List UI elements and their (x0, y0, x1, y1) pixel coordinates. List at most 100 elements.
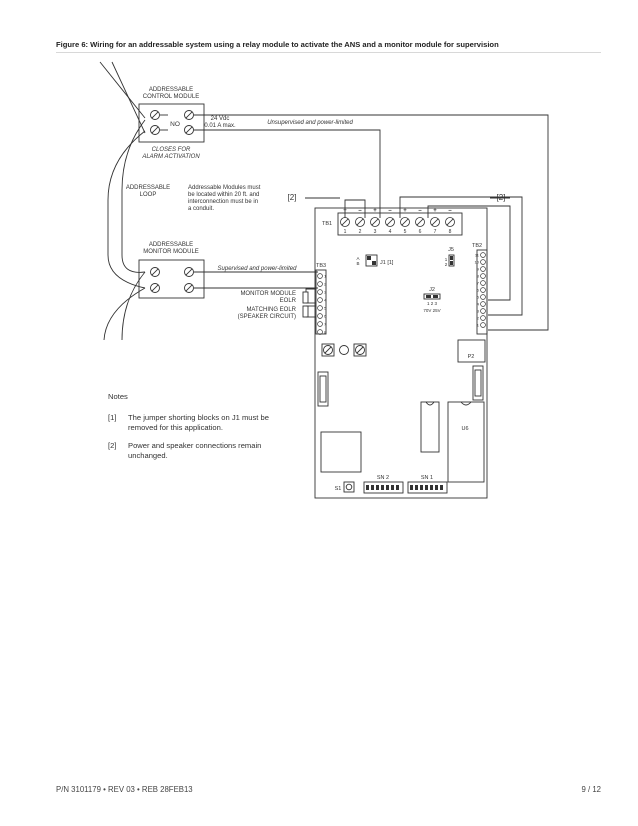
supervised-label: Supervised and power-limited (218, 266, 298, 272)
tb1-terminal-number: 5 (404, 229, 407, 235)
loop-wire (107, 130, 146, 289)
tb2-label: TB2 (472, 243, 482, 249)
conduit-note-2: be located within 20 ft. and (188, 192, 259, 198)
j2-pins: 1 2 3 (427, 301, 438, 306)
footer-page-number: 9 / 12 (581, 785, 601, 794)
conduit-note-4: a conduit. (188, 206, 214, 212)
tb3-terminal-number: 2 (324, 282, 327, 287)
tb2-terminal-number: 2 (477, 316, 480, 321)
notes-heading: Notes (108, 392, 128, 401)
j2-label: J2 (429, 287, 435, 293)
loop-wire (103, 287, 146, 341)
tb3-terminal-number: 7 (324, 322, 327, 327)
tb2-terminal-number: 7 (477, 281, 480, 286)
j5-jumper (448, 254, 455, 267)
tb1-terminal-number: 2 (359, 229, 362, 235)
note-item: [1] The jumper shorting blocks on J1 mus… (108, 413, 288, 433)
s1-switch (343, 481, 355, 493)
tb2-terminal-number: 6 (477, 288, 480, 293)
sn1-label: SN 1 (421, 475, 433, 481)
tb1-polarity-mark: + (343, 208, 347, 214)
tb1-terminal-number: 6 (419, 229, 422, 235)
amplifier-board (314, 207, 488, 499)
j5-label: J5 (448, 247, 454, 253)
loop-label-2: LOOP (140, 192, 157, 198)
closes-label-1: CLOSES FOR (152, 147, 191, 153)
j1-a-label: A (356, 256, 359, 261)
conduit-note-3: interconnection must be in (188, 199, 258, 205)
unsupervised-wire (194, 129, 381, 218)
sn2-switch (363, 481, 404, 494)
contact-label: NO (170, 121, 180, 128)
tb2-terminal-number: 1 (477, 323, 480, 328)
unsupervised-wire (194, 114, 549, 331)
note-number: [2] (108, 441, 117, 450)
u6-label: U6 (461, 426, 468, 432)
tb1-polarity-mark: – (448, 208, 452, 214)
monitor-module-box (138, 259, 205, 299)
loop-wire (121, 119, 146, 273)
tb3-terminal-number: 5 (324, 306, 327, 311)
loop-wire (111, 61, 146, 134)
tb2-terminal-number: 8 (477, 274, 480, 279)
tb1-polarity-mark: – (418, 208, 422, 214)
tb1-label: TB1 (322, 221, 332, 227)
control-module-label-2: CONTROL MODULE (143, 94, 199, 100)
s1-label: S1 (335, 486, 342, 492)
tb1-terminal-number: 3 (374, 229, 377, 235)
u6-chip (447, 401, 485, 483)
j2-volts: 70V 25V (423, 308, 440, 313)
j2-jumper (423, 293, 441, 300)
rating-label-1: 24 Vdc (211, 116, 230, 122)
tb2-terminal-number: 5 (477, 295, 480, 300)
note-number: [1] (108, 413, 117, 422)
p2-box (457, 339, 486, 363)
title-rule (56, 52, 601, 53)
tb3-terminal-number: 6 (324, 314, 327, 319)
tb2-terminal-number: 10 (475, 260, 480, 265)
tb2-terminal-number: 11 (475, 253, 480, 258)
tb2-terminal-number: 3 (477, 309, 480, 314)
tb1-terminal-number: 1 (344, 229, 347, 235)
tb2-terminal-number: 9 (477, 267, 480, 272)
eolr-resistor (302, 305, 309, 318)
sn1-switch (407, 481, 448, 494)
ref-bracket-left: [2] (288, 193, 297, 202)
tb1-polarity-mark: – (388, 208, 392, 214)
tb3-terminal-number: 4 (324, 298, 327, 303)
monitor-module-label-1: ADDRESSABLE (149, 242, 193, 248)
note-text: Power and speaker connections remain unc… (128, 441, 262, 460)
large-chip (320, 431, 362, 473)
loop-wire (121, 271, 146, 341)
footer-part-number: P/N 3101179 • REV 03 • REB 28FEB13 (56, 785, 193, 794)
p2-label: P2 (468, 354, 475, 360)
sn2-label: SN 2 (377, 475, 389, 481)
tb2-block (476, 249, 488, 335)
control-module-label-1: ADDRESSABLE (149, 87, 193, 93)
eolr-label-1: MONITOR MODULE (240, 291, 296, 297)
tb1-polarity-mark: – (358, 208, 362, 214)
j5-pin-2: 2 (445, 262, 448, 267)
eolr-label-2: EOLR (280, 298, 297, 304)
j5-pin-1: 1 (445, 257, 448, 262)
loop-label-1: ADDRESSABLE (126, 185, 170, 191)
unsupervised-label: Unsupervised and power-limited (267, 120, 353, 126)
j1-label: J1 [1] (380, 260, 394, 266)
tb1-terminal-number: 8 (449, 229, 452, 235)
figure-title: Figure 6: Wiring for an addressable syst… (56, 40, 499, 49)
tb1-polarity-mark: + (403, 208, 407, 214)
tb3-terminal-number: 1 (324, 274, 327, 279)
eolr-label-4: (SPEAKER CIRCUIT) (238, 314, 296, 320)
tb1-terminal-number: 7 (434, 229, 437, 235)
monitor-module-label-2: MONITOR MODULE (143, 249, 199, 255)
chip (420, 401, 440, 453)
note-text: The jumper shorting blocks on J1 must be… (128, 413, 269, 432)
loop-wire (99, 61, 146, 119)
j1-b-label: B (356, 261, 359, 266)
control-module-box (138, 103, 205, 143)
note-item: [2] Power and speaker connections remain… (108, 441, 288, 461)
tb1-terminal-number: 4 (389, 229, 392, 235)
closes-label-2: ALARM ACTIVATION (141, 154, 200, 160)
tb3-terminal-number: 3 (324, 290, 327, 295)
